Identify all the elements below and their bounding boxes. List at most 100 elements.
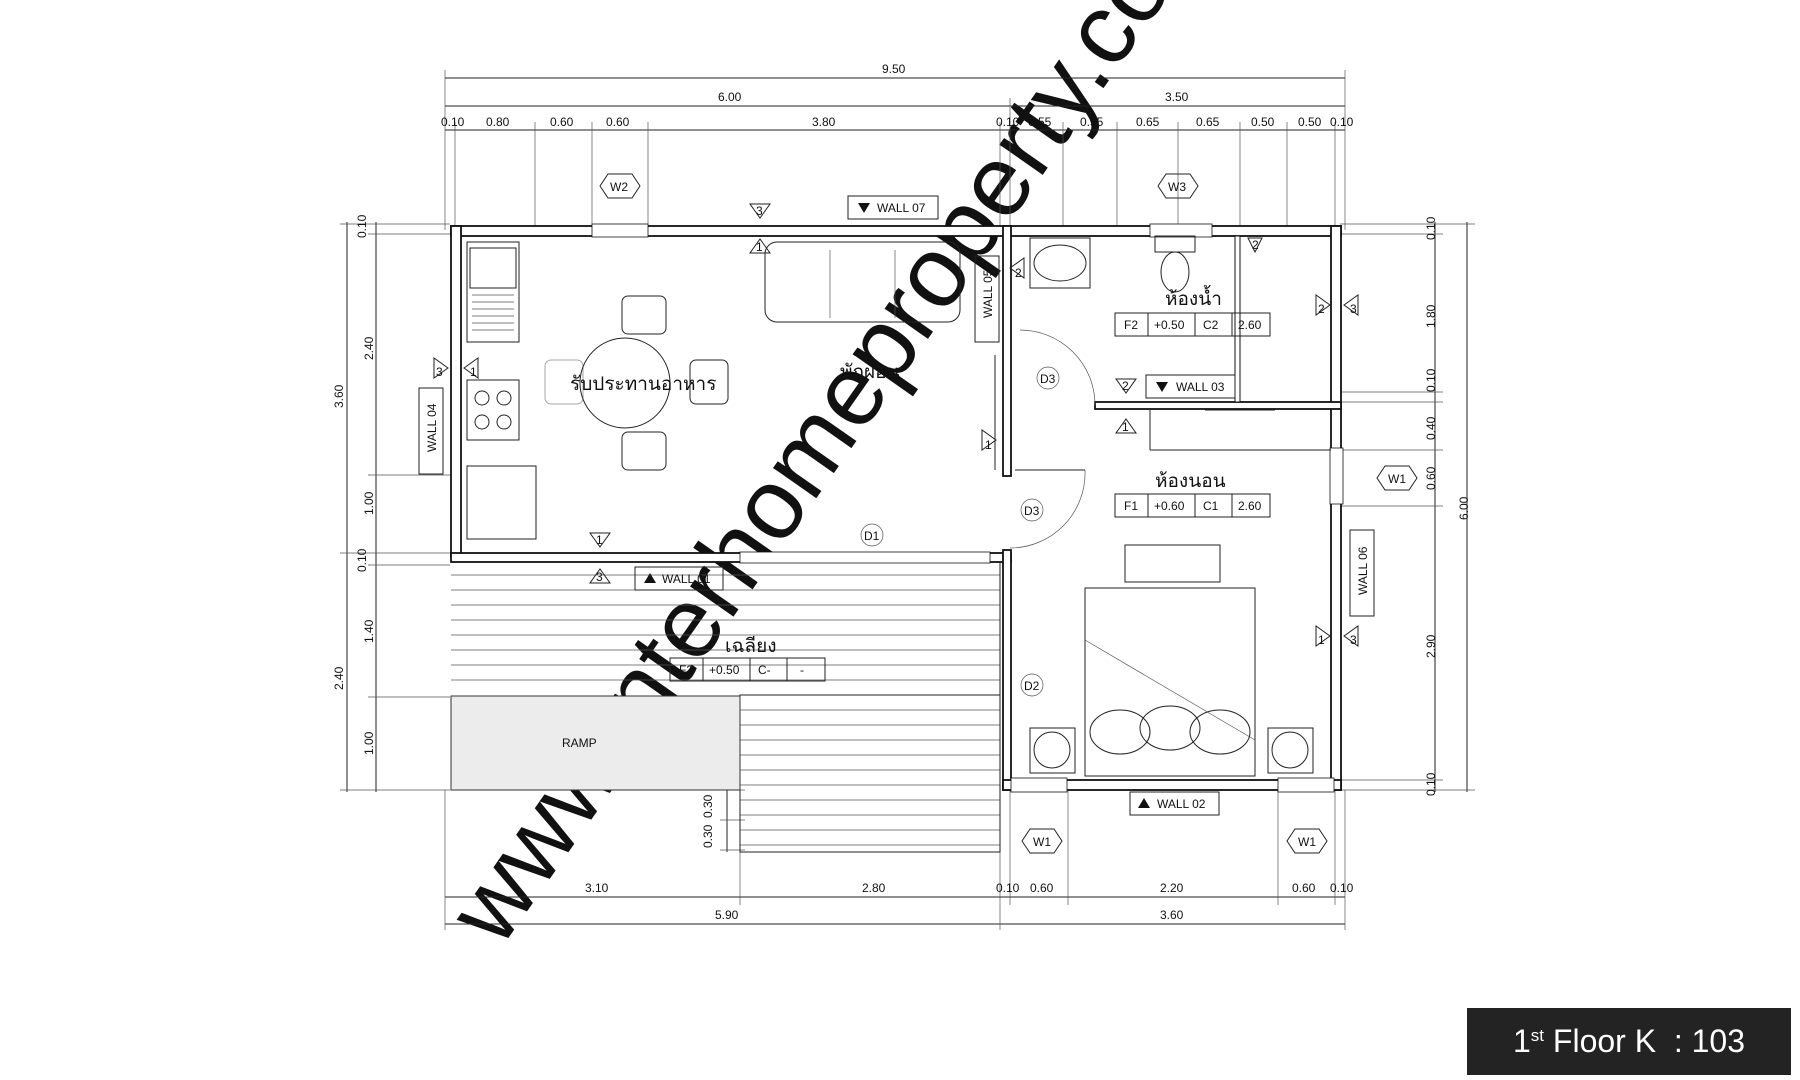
- section-marker: 1: [1122, 420, 1129, 434]
- dim-top-small: 3.80: [812, 115, 836, 129]
- section-marker: 3: [756, 204, 763, 218]
- section-marker: 3: [436, 365, 443, 379]
- room-label-bathroom: ห้องน้ำ: [1165, 285, 1222, 310]
- dimensions-top: 9.50 6.00 3.50 0.10 0.80 0.60 0.60 3.80 …: [441, 62, 1354, 230]
- finish-height: 2.60: [1238, 318, 1262, 332]
- watermark: www.interhomeproperty.com: [426, 0, 1241, 963]
- dim-left-small: 0.10: [355, 214, 369, 238]
- finish-ceiling: C2: [1203, 318, 1219, 332]
- finish-tag-bathroom: F2 +0.50 C2 2.60: [1114, 312, 1271, 337]
- dim-right-small: 1.80: [1424, 304, 1438, 328]
- wall-label-07: WALL 07: [877, 201, 926, 215]
- section-marker: 2: [1252, 238, 1259, 252]
- window-tags: W2 W3 W1 W1 W1: [599, 173, 1418, 854]
- dim-top-small: 0.55: [1080, 115, 1104, 129]
- door-tags: D1 D2 D3 D3: [860, 366, 1060, 697]
- section-marker: 2: [1122, 379, 1129, 393]
- dim-left-mid: 3.60: [332, 384, 346, 408]
- dim-bottom-small: 0.60: [1292, 881, 1316, 895]
- dim-bottom-mid: 5.90: [715, 908, 739, 922]
- title-suffix: st: [1530, 1025, 1545, 1045]
- window-tag-w1: W1: [1388, 472, 1406, 486]
- door-swings: [994, 329, 1096, 549]
- walls: [450, 223, 1344, 793]
- section-marker: 3: [1350, 302, 1357, 316]
- dim-right-small: 0.10: [1424, 368, 1438, 392]
- dim-left-small: 2.40: [362, 336, 376, 360]
- wall-labels: WALL 07 WALL 01 WALL 03 WALL 02 WALL 05 …: [418, 195, 1375, 816]
- door-tag-d1: D1: [864, 529, 880, 543]
- finish-ceiling: C1: [1203, 499, 1219, 513]
- dim-left-small: 0.10: [355, 548, 369, 572]
- dim-left-small: 1.00: [362, 491, 376, 515]
- dim-top-small: 0.55: [1028, 115, 1052, 129]
- room-label-terrace: เฉลียง: [725, 635, 777, 657]
- dim-top-small: 0.80: [486, 115, 510, 129]
- window-tag-w1: W1: [1298, 835, 1316, 849]
- room-label-living: พักผ่อน: [840, 362, 900, 383]
- dim-bottom-mid: 3.60: [1160, 908, 1184, 922]
- wall-label-02: WALL 02: [1157, 797, 1206, 811]
- wall-label-06: WALL 06: [1356, 546, 1370, 595]
- dim-bottom-small: 2.80: [862, 881, 886, 895]
- door-tag-d3: D3: [1024, 504, 1040, 518]
- dim-top-small: 0.60: [606, 115, 630, 129]
- finish-level: +0.50: [1154, 318, 1185, 332]
- wall-label-03: WALL 03: [1176, 380, 1225, 394]
- dim-top-small: 0.10: [1330, 115, 1354, 129]
- dim-left-mid: 2.40: [332, 666, 346, 690]
- dim-top-small: 0.65: [1196, 115, 1220, 129]
- section-marker: 1: [470, 365, 477, 379]
- section-marker: 1: [756, 240, 763, 254]
- dim-left-small: 1.40: [362, 619, 376, 643]
- dim-right-small: 0.40: [1424, 416, 1438, 440]
- room-label-bedroom: ห้องนอน: [1155, 471, 1226, 492]
- finish-floor: F1: [1124, 499, 1138, 513]
- finish-tag-terrace: F3 +0.50 C- -: [669, 657, 826, 682]
- section-marker: 3: [596, 570, 603, 584]
- room-label-dining: รับประทานอาหาร: [570, 374, 716, 395]
- finish-tag-bedroom: F1 +0.60 C1 2.60: [1114, 493, 1271, 518]
- finish-floor: F2: [1124, 318, 1138, 332]
- section-marker: 1: [596, 533, 603, 547]
- dim-bottom-small: 0.10: [1330, 881, 1354, 895]
- section-marker: 1: [985, 438, 992, 452]
- wall-label-04: WALL 04: [425, 403, 439, 452]
- door-tag-d2: D2: [1024, 679, 1040, 693]
- dim-bottom-small: 3.10: [585, 881, 609, 895]
- bed: [1029, 544, 1314, 777]
- kitchen-counter: [466, 241, 537, 540]
- dimensions-bottom: 3.10 2.80 0.10 0.60 2.20 0.60 0.10 5.90 …: [444, 790, 1354, 930]
- wall-label-01: WALL 01: [662, 572, 711, 586]
- section-marker: 2: [1318, 302, 1325, 316]
- dim-right-small: 0.60: [1424, 466, 1438, 490]
- finish-height: -: [800, 663, 804, 677]
- dim-top-small: 0.10: [441, 115, 465, 129]
- ramp-label: RAMP: [562, 736, 597, 750]
- finish-level: +0.50: [709, 663, 740, 677]
- dim-right-small: 0.10: [1424, 216, 1438, 240]
- dim-stair: 0.30: [701, 794, 715, 818]
- dim-top-total: 9.50: [882, 62, 906, 76]
- dimensions-stair: 0.30 0.30: [701, 787, 745, 852]
- title-ordinal: 1: [1512, 1023, 1531, 1059]
- title-text: Floor K : 103: [1552, 1023, 1745, 1059]
- wall-label-05: WALL 05: [981, 269, 995, 318]
- dim-top-small: 0.65: [1136, 115, 1160, 129]
- bathroom-fixtures: [1029, 235, 1331, 451]
- dim-bottom-small: 0.10: [996, 881, 1020, 895]
- dim-top-mid: 3.50: [1165, 90, 1189, 104]
- dim-top-small: 0.60: [550, 115, 574, 129]
- section-marker: 2: [1015, 266, 1022, 280]
- dim-left-small: 1.00: [362, 731, 376, 755]
- dim-top-small: 0.50: [1251, 115, 1275, 129]
- dim-top-small: 0.50: [1298, 115, 1322, 129]
- dim-top-mid: 6.00: [718, 90, 742, 104]
- sofa: [764, 241, 961, 323]
- dim-right-total: 6.00: [1457, 496, 1471, 520]
- section-marker: 1: [1318, 633, 1325, 647]
- section-marker: 3: [1350, 633, 1357, 647]
- window-tag-w3: W3: [1168, 180, 1186, 194]
